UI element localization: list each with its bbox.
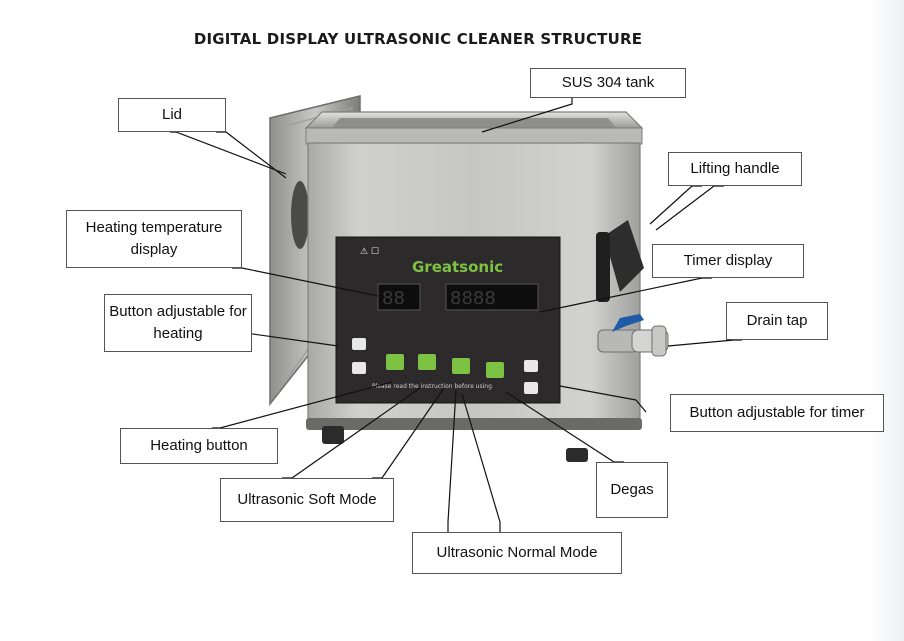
foot-right bbox=[566, 448, 588, 462]
label-drain-tap: Drain tap bbox=[726, 302, 828, 340]
timer-display bbox=[445, 283, 539, 311]
label-button-adjustable-timer: Button adjustable for timer bbox=[670, 394, 884, 432]
label-sus-304-tank: SUS 304 tank bbox=[530, 68, 686, 98]
heating-button[interactable] bbox=[386, 354, 404, 370]
base-plate bbox=[306, 418, 642, 430]
temp-up-button[interactable] bbox=[352, 338, 366, 350]
ultrasonic-normal-button[interactable] bbox=[452, 358, 470, 374]
control-panel: ⚠ ☐ Greatsonic 88 8888 Please read the i… bbox=[335, 236, 561, 404]
label-button-adjustable-heating: Button adjustable for heating bbox=[104, 294, 252, 352]
foot-left bbox=[322, 426, 344, 444]
lid-handle bbox=[291, 181, 309, 249]
ultrasonic-soft-button[interactable] bbox=[418, 354, 436, 370]
label-lid: Lid bbox=[118, 98, 226, 132]
label-heating-button: Heating button bbox=[120, 428, 278, 464]
drain-tap bbox=[597, 314, 669, 357]
timer-up-button[interactable] bbox=[524, 360, 538, 372]
temperature-readout: 88 bbox=[382, 288, 405, 309]
label-heating-temperature-display: Heating temperature display bbox=[66, 210, 242, 268]
care-symbols: ⚠ ☐ bbox=[360, 247, 379, 257]
label-lifting-handle: Lifting handle bbox=[668, 152, 802, 186]
label-ultrasonic-normal-mode: Ultrasonic Normal Mode bbox=[412, 532, 622, 574]
label-degas: Degas bbox=[596, 462, 668, 518]
timer-down-button[interactable] bbox=[524, 382, 538, 394]
panel-notice: Please read the instruction before using bbox=[372, 383, 492, 390]
edge-shadow bbox=[868, 0, 904, 641]
temperature-display bbox=[377, 283, 421, 311]
lifting-handle bbox=[596, 220, 644, 302]
degas-button[interactable] bbox=[486, 362, 504, 378]
label-ultrasonic-soft-mode: Ultrasonic Soft Mode bbox=[220, 478, 394, 522]
sus-304-tank bbox=[304, 111, 644, 145]
temp-down-button[interactable] bbox=[352, 362, 366, 374]
label-timer-display: Timer display bbox=[652, 244, 804, 278]
brand-logo: Greatsonic bbox=[412, 258, 503, 276]
diagram-title: DIGITAL DISPLAY ULTRASONIC CLEANER STRUC… bbox=[193, 30, 643, 48]
timer-readout: 8888 bbox=[450, 288, 496, 309]
